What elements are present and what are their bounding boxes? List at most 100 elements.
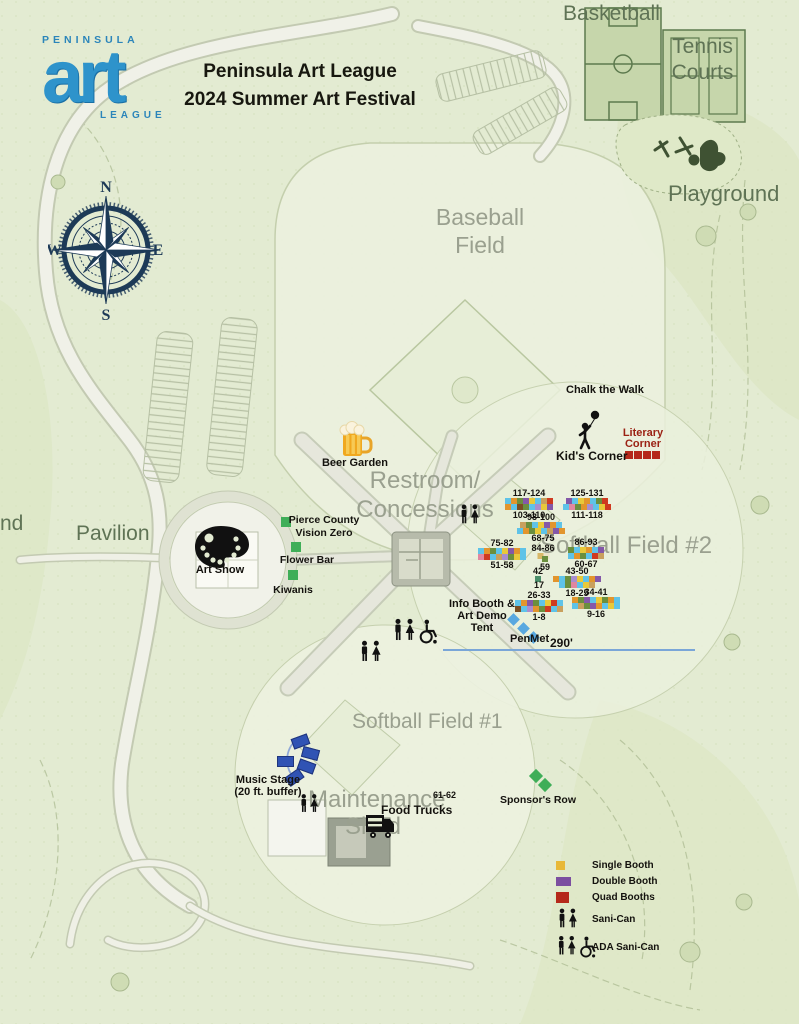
art-palette-icon <box>195 526 249 568</box>
booth-square <box>578 597 584 603</box>
booth-square <box>583 582 589 588</box>
sani-can-icon <box>461 504 479 524</box>
booth-range-label: 111-118 <box>571 510 603 520</box>
booth-square <box>572 597 578 603</box>
booth-square <box>584 603 590 609</box>
compass-rose: N E S W <box>48 179 163 324</box>
booth-square <box>574 547 580 553</box>
booth-square <box>508 548 514 554</box>
booth-square <box>523 498 529 504</box>
label-kiwanis: Kiwanis <box>273 584 313 596</box>
booth-square <box>515 606 521 612</box>
booth-square <box>514 554 520 560</box>
booth-square <box>557 600 563 606</box>
booth-square <box>574 553 580 559</box>
booth-square <box>517 504 523 510</box>
quad-booth-swatch <box>556 892 569 903</box>
booth-square <box>532 522 538 528</box>
booth-square <box>587 504 593 510</box>
booth-square <box>598 547 604 553</box>
booth-square <box>556 522 562 528</box>
booth-square <box>566 498 572 504</box>
booth-square <box>520 548 526 554</box>
booth-square <box>551 600 557 606</box>
booth-square <box>484 548 490 554</box>
legend-sani-can: Sani-Can <box>592 913 636 925</box>
legend: Single Booth Double Booth Quad Booths Sa… <box>556 860 659 959</box>
booth-square <box>557 606 563 612</box>
booth-square <box>592 547 598 553</box>
label-flower-bar: Flower Bar <box>279 554 335 566</box>
svg-text:S: S <box>102 307 111 324</box>
booth-square <box>593 504 599 510</box>
booth-square <box>496 548 502 554</box>
booth-cluster-b86: 86-93 60-67 <box>568 537 604 569</box>
outfield-290-line <box>443 649 695 651</box>
booth-square <box>578 498 584 504</box>
booth-square <box>553 576 559 582</box>
pierce-county-marker <box>281 517 291 527</box>
booth-square <box>514 548 520 554</box>
booth-square <box>559 582 565 588</box>
svg-text:N: N <box>100 179 112 196</box>
booth-square <box>568 553 574 559</box>
booth-square <box>541 504 547 510</box>
booth-square <box>605 504 611 510</box>
booth-square <box>569 504 575 510</box>
booth-square <box>551 606 557 612</box>
booth-range-label: 93-100 <box>526 512 556 522</box>
booth-square <box>590 603 596 609</box>
label-beer-garden: Beer Garden <box>321 457 389 469</box>
booth-range-label: 84-86 <box>531 543 555 553</box>
label-food-trucks: Food Trucks <box>381 803 453 817</box>
booth-square <box>521 600 527 606</box>
booth-square <box>538 522 544 528</box>
booth-square <box>533 600 539 606</box>
booth-square <box>625 451 633 459</box>
booth-square <box>568 547 574 553</box>
ada-sani-can-icon <box>395 618 438 644</box>
booth-square <box>511 504 517 510</box>
booth-range-label: 60-67 <box>574 559 598 569</box>
booth-square <box>550 522 556 528</box>
pal-logo: PENINSULA art LEAGUE <box>42 34 166 121</box>
kid-with-balloon-icon <box>578 410 600 450</box>
booth-square <box>571 582 577 588</box>
booth-square <box>602 597 608 603</box>
logo-top-text: PENINSULA <box>42 34 139 46</box>
booth-square <box>511 498 517 504</box>
booth-square <box>547 504 553 510</box>
booth-square <box>608 597 614 603</box>
logo-bottom-text: LEAGUE <box>100 110 166 121</box>
label-kids-corner: Kid's Corner <box>556 449 628 463</box>
booth-range-label: 34-41 <box>584 587 608 597</box>
booth-square <box>478 554 484 560</box>
booth-square <box>614 597 620 603</box>
booth-square <box>517 498 523 504</box>
kiwanis-marker <box>288 570 298 580</box>
sani-can-icon <box>559 908 577 928</box>
booth-square <box>596 603 602 609</box>
booth-range-label: 103-110 <box>512 510 546 520</box>
booth-square <box>590 597 596 603</box>
label-basketball: Basketball <box>563 2 660 25</box>
booth-range-label: 86-93 <box>574 537 598 547</box>
label-pavilion: Pavilion <box>76 522 150 545</box>
booth-square <box>478 548 484 554</box>
booth-square <box>545 606 551 612</box>
booth-square <box>517 528 523 534</box>
booth-square <box>598 553 604 559</box>
svg-text:W: W <box>48 242 62 259</box>
booth-square <box>580 547 586 553</box>
title-line2: 2024 Summer Art Festival <box>184 89 416 110</box>
single-booth-swatch <box>556 861 565 870</box>
booth-square <box>602 498 608 504</box>
booth-square <box>559 576 565 582</box>
beer-mug-icon <box>339 421 373 456</box>
booth-cluster-literary-row <box>625 451 661 459</box>
label-softball-field-2: Softball Field #2 <box>540 532 713 559</box>
booth-square <box>502 548 508 554</box>
